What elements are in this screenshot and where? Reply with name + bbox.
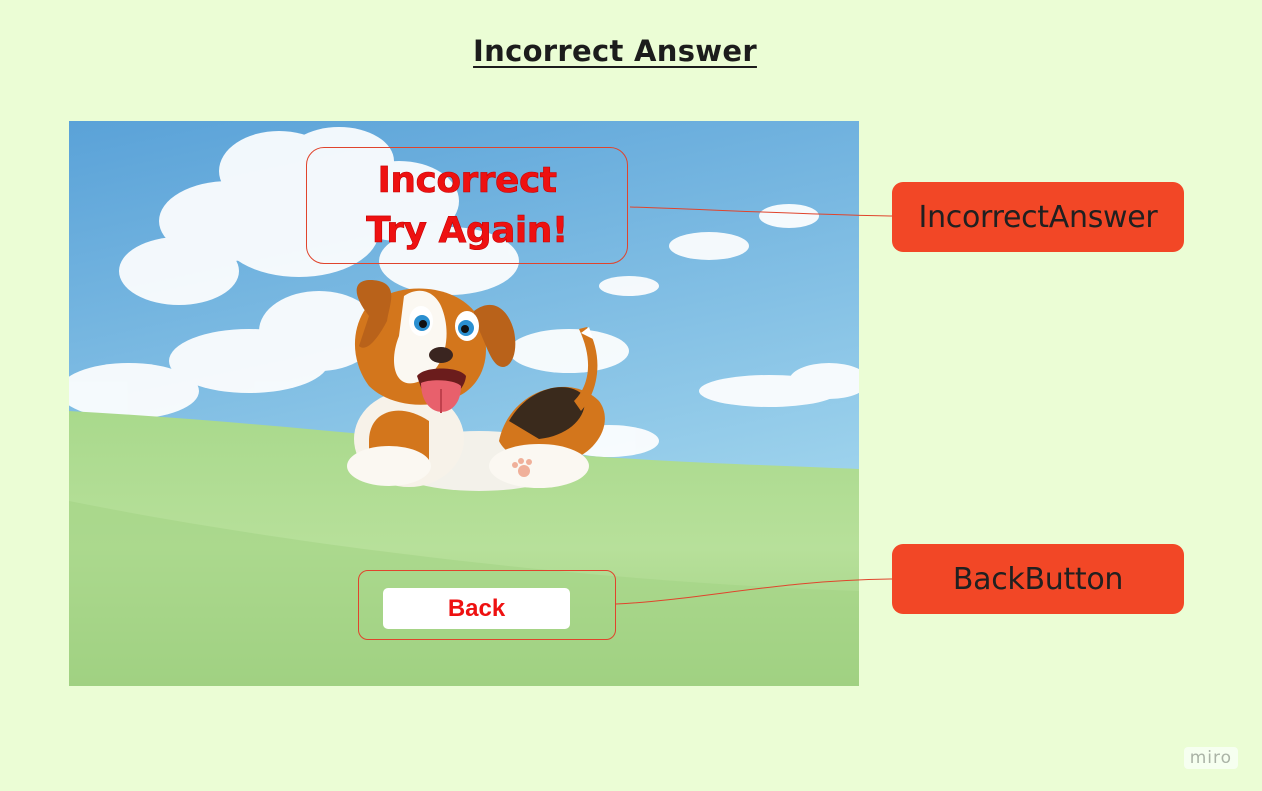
back-button[interactable]: Back	[383, 588, 570, 629]
dog-illustration	[347, 280, 605, 491]
message-line-try-again: Try Again!	[366, 209, 569, 251]
page-title: Incorrect Answer	[473, 34, 757, 68]
message-line-incorrect: Incorrect	[377, 159, 557, 201]
callout-incorrect-answer: IncorrectAnswer	[892, 182, 1184, 252]
back-button-frame: Back	[358, 570, 616, 640]
miro-watermark: miro	[1183, 747, 1238, 769]
callout-back-button: BackButton	[892, 544, 1184, 614]
incorrect-answer-message: Incorrect Try Again!	[306, 147, 628, 264]
app-screen-mockup: Incorrect Try Again! Back	[69, 121, 859, 686]
